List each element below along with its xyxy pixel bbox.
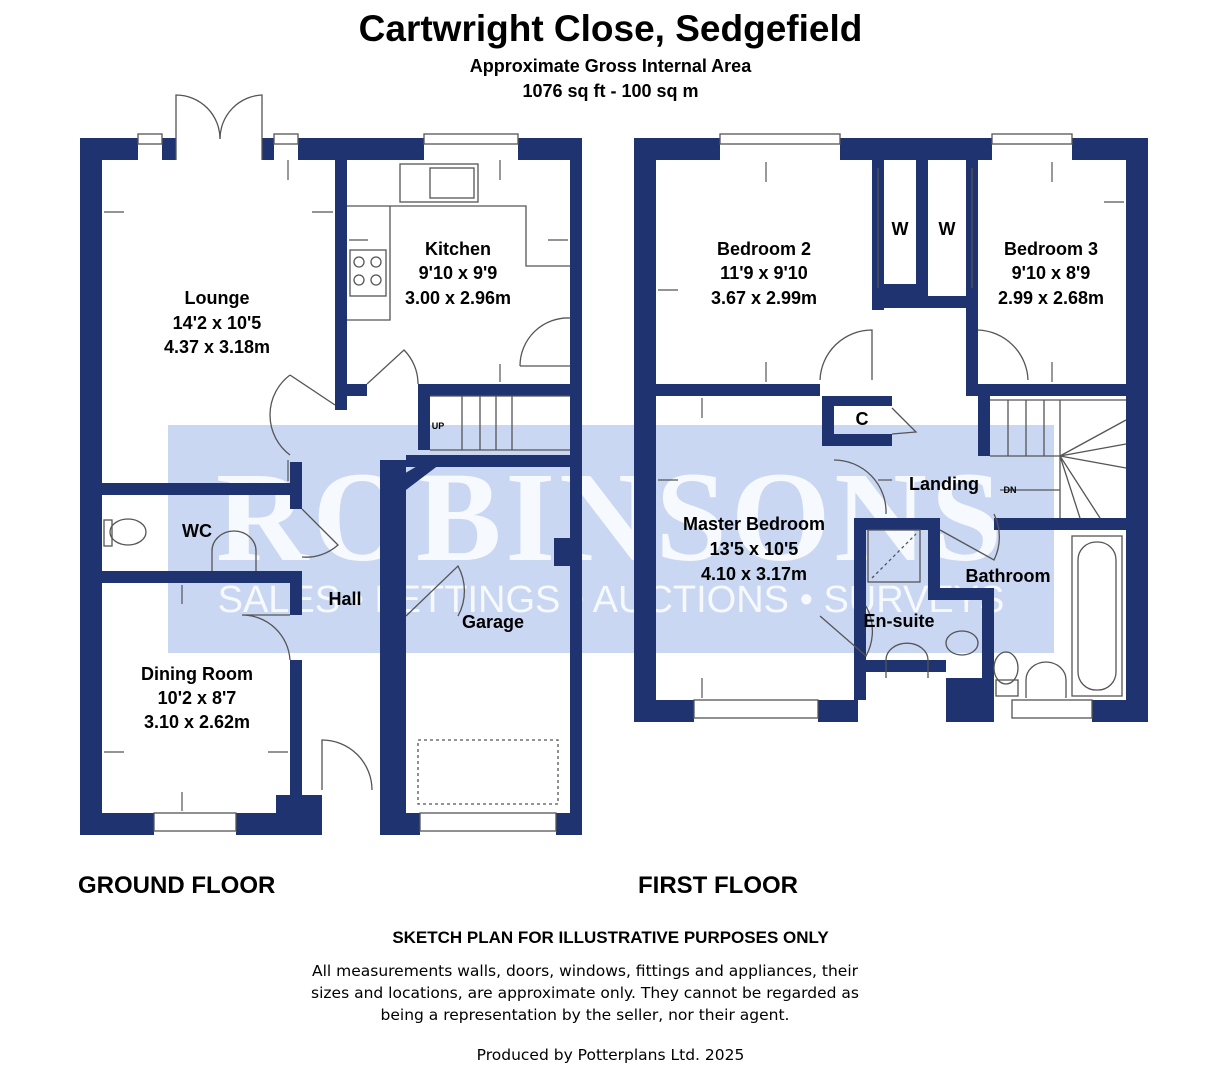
master-name: Master Bedroom [683, 514, 825, 534]
bedroom3-name: Bedroom 3 [1004, 239, 1098, 259]
kitchen-sink-icon [399, 163, 479, 203]
bedroom3-door [977, 329, 1029, 381]
dimension-arrows [104, 160, 1124, 811]
stairs-up-label: UP [432, 421, 445, 431]
lounge-imperial: 14'2 x 10'5 [173, 313, 262, 333]
dining-imperial: 10'2 x 8'7 [158, 688, 237, 708]
kitchen-metric: 3.00 x 2.96m [405, 288, 511, 308]
bathroom-door [939, 513, 1001, 561]
lounge-door [269, 374, 336, 456]
lounge-name: Lounge [185, 288, 250, 308]
master-window [693, 699, 819, 719]
watermark-tagline: SALES • LETTINGS • AUCTIONS • SURVEYS [218, 579, 1005, 621]
bathroom-name: Bathroom [966, 566, 1051, 586]
patio-door-left [175, 94, 221, 160]
disclaimer-body: All measurements walls, doors, windows, … [270, 960, 900, 1026]
dining-door [241, 614, 291, 661]
dining-name: Dining Room [141, 664, 253, 684]
plan-title: Cartwright Close, Sedgefield [358, 8, 863, 49]
hall-name: Hall [328, 589, 361, 609]
front-door [321, 739, 373, 791]
hob-icon [349, 249, 387, 297]
bedroom3-window [991, 133, 1073, 145]
dining-window [153, 812, 237, 832]
landing-name: Landing [909, 474, 979, 494]
kitchen-worktop-left [347, 206, 391, 321]
kitchen-worktop [347, 205, 570, 267]
master-door [833, 459, 887, 515]
bedroom3-imperial: 9'10 x 8'9 [1012, 263, 1091, 283]
shower-icon [867, 529, 921, 583]
ensuite-basin-icon [885, 642, 929, 678]
bedroom2-imperial: 11'9 x 9'10 [720, 263, 808, 283]
wardrobe2-label: W [939, 219, 956, 239]
produced-by: Produced by Potterplans Ltd. 2025 [476, 1046, 745, 1064]
wc-toilet-icon [109, 518, 147, 546]
ground-floor-walls [80, 138, 582, 835]
first-floor-label: FIRST FLOOR [638, 872, 798, 899]
bathroom-basin-icon [1025, 661, 1067, 698]
wc-name: WC [182, 521, 212, 541]
lounge-metric: 4.37 x 3.18m [164, 337, 270, 357]
cupboard-label: C [856, 409, 869, 429]
ground-floor-fittings [103, 94, 571, 832]
patio-door-right [219, 94, 263, 160]
bathroom-window [1011, 699, 1093, 719]
bedroom2-window [719, 133, 841, 145]
watermark-brand: ROBINSONS [216, 446, 1006, 588]
disclaimer-heading: SKETCH PLAN FOR ILLUSTRATIVE PURPOSES ON… [392, 928, 829, 947]
ensuite-name: En-suite [863, 611, 934, 631]
wc-basin-icon [211, 530, 257, 571]
disclaimer-line-1: All measurements walls, doors, windows, … [311, 962, 859, 980]
ground-floor-label: GROUND FLOOR [78, 872, 276, 899]
bedroom2-metric: 3.67 x 2.99m [711, 288, 817, 308]
watermark: ROBINSONS SALES • LETTINGS • AUCTIONS • … [168, 425, 1054, 653]
garage-internal-door [405, 564, 465, 617]
watermark-band [168, 425, 1054, 653]
bath-icon [1071, 535, 1123, 697]
disclaimer-line-3: being a representation by the seller, no… [380, 1006, 790, 1024]
kitchen-name: Kitchen [425, 239, 491, 259]
stairs-down-label: DN [1004, 485, 1017, 495]
garage-name: Garage [462, 612, 524, 632]
bedroom2-name: Bedroom 2 [717, 239, 811, 259]
disclaimer-line-2: sizes and locations, are approximate onl… [311, 984, 859, 1002]
bathroom-toilet-icon [993, 651, 1019, 685]
kitchen-back-door [519, 317, 571, 367]
kitchen-window [423, 133, 519, 145]
wc-door [301, 508, 339, 558]
dining-metric: 3.10 x 2.62m [144, 712, 250, 732]
garage-parking-outline [417, 739, 559, 805]
bedroom2-door [819, 329, 873, 381]
lounge-window-right [273, 133, 299, 145]
garage-door [419, 812, 557, 832]
area-label: Approximate Gross Internal Area [469, 56, 752, 76]
kitchen-imperial: 9'10 x 9'9 [419, 263, 498, 283]
bedroom3-metric: 2.99 x 2.68m [998, 288, 1104, 308]
cupboard-door [891, 407, 918, 435]
sink-bowl [429, 167, 475, 199]
first-floor-fittings [693, 133, 1127, 719]
area-value: 1076 sq ft - 100 sq m [522, 81, 699, 101]
ensuite-toilet-icon [945, 630, 979, 656]
ensuite-door [819, 605, 873, 658]
wardrobe1-label: W [892, 219, 909, 239]
first-floor-walls [634, 138, 1148, 722]
kitchen-door [366, 349, 419, 385]
lounge-window-left [137, 133, 163, 145]
master-metric: 4.10 x 3.17m [701, 564, 807, 584]
master-imperial: 13'5 x 10'5 [710, 539, 799, 559]
